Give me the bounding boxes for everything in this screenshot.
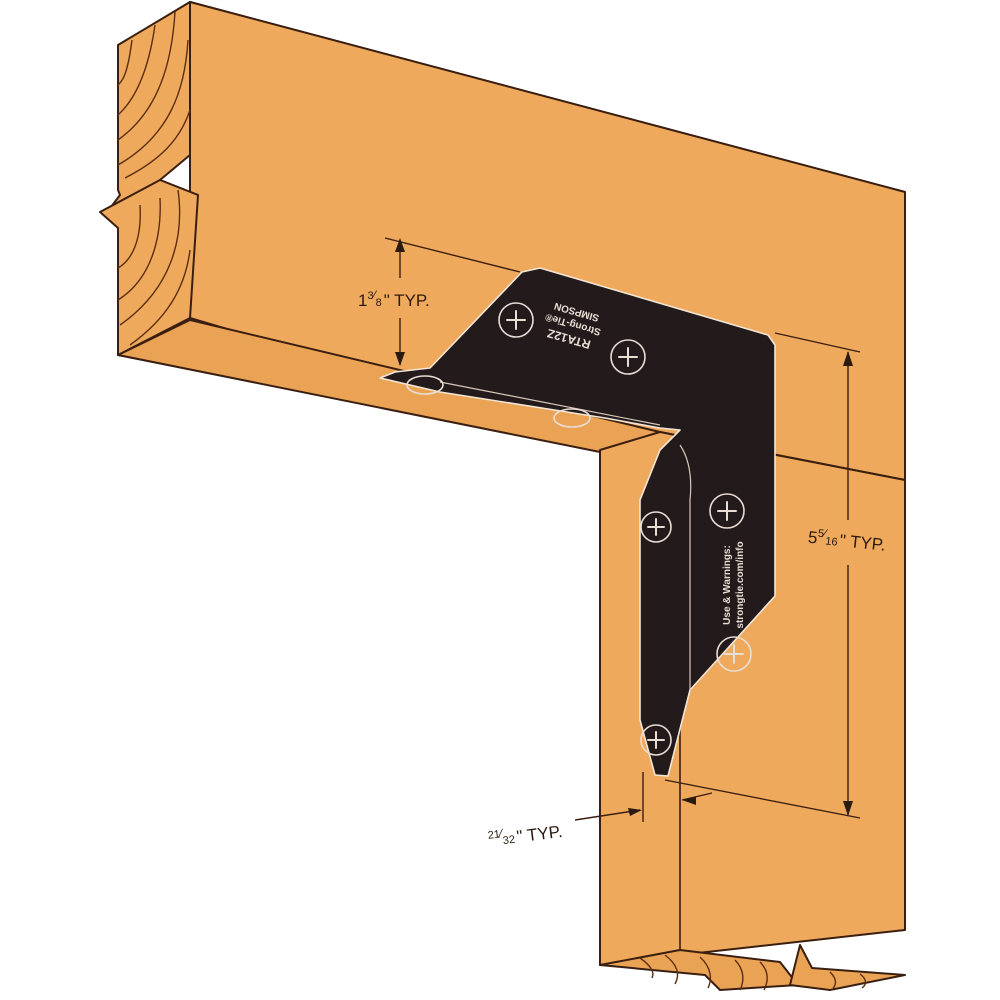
svg-text:strongtie.com/info: strongtie.com/info: [735, 541, 746, 628]
screw-icon: [716, 636, 752, 672]
dimension-label-flange-height: 13⁄8" TYP.: [358, 288, 430, 310]
dimension-label-edge-offset: 21⁄32" TYP.: [487, 819, 564, 850]
screw-icon: [498, 302, 534, 338]
screw-icon: [640, 724, 672, 756]
post-end-grain-right: [789, 944, 906, 991]
screw-icon: [406, 375, 444, 395]
beam-end-grain-lower: [99, 179, 199, 356]
svg-text:Use & Warnings:: Use & Warnings:: [722, 545, 733, 625]
angle-bracket: RTA12Z Strong-Tie® SIMPSON Use & Warning…: [379, 267, 776, 777]
screw-icon: [709, 493, 745, 529]
beam-grain-lines: [117, 11, 191, 346]
dimension-flange-height: 13⁄8" TYP.: [358, 237, 521, 366]
dimension-leg-length: 55⁄16" TYP.: [664, 332, 887, 819]
post-grain-lines: [639, 954, 867, 991]
horizontal-beam: [99, 1, 906, 481]
screw-icon: [610, 339, 646, 375]
screw-icon: [640, 511, 672, 543]
dimension-label-leg-length: 55⁄16" TYP.: [807, 525, 887, 555]
bracket-warning-stamp: Use & Warnings: strongtie.com/info: [722, 541, 746, 628]
screw-icon: [553, 408, 591, 428]
bracket-body: [379, 267, 776, 777]
